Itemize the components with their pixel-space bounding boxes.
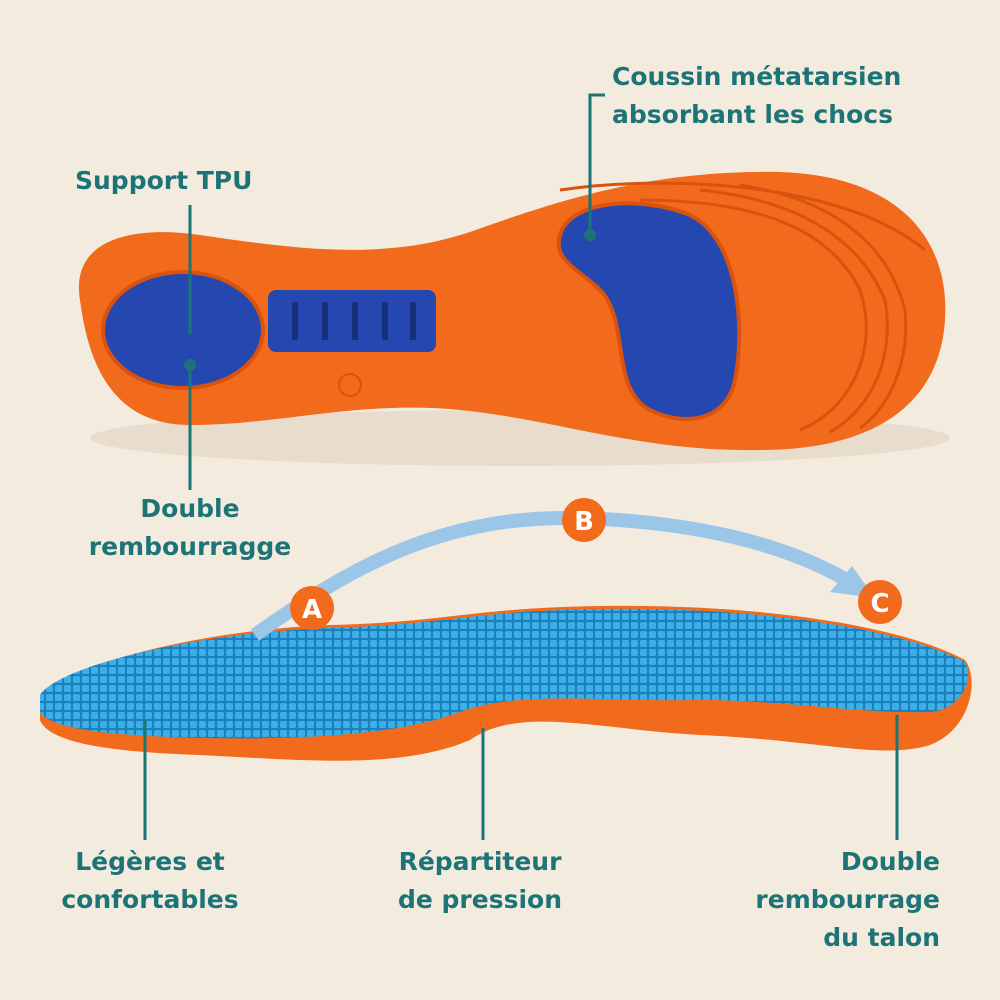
label-line: rembourragge xyxy=(88,532,292,561)
marker-b: B xyxy=(562,498,606,542)
svg-text:C: C xyxy=(870,589,889,619)
label-line: Répartiteur xyxy=(398,847,562,876)
metatarsal-pad xyxy=(556,201,742,421)
label-line: Double xyxy=(840,847,940,876)
label-line: confortables xyxy=(61,885,239,914)
marker-c: C xyxy=(858,580,902,624)
svg-text:B: B xyxy=(574,507,594,537)
heel-pad xyxy=(101,270,265,390)
label-heel-padding: Double rembourrage du talon xyxy=(730,843,940,957)
label-line: Légères et xyxy=(75,847,225,876)
label-metatarsal-cushion: Coussin métatarsien absorbant les chocs xyxy=(612,58,901,134)
label-support-tpu: Support TPU xyxy=(75,166,253,195)
label-line: Coussin métatarsien xyxy=(612,62,902,91)
label-line: absorbant les chocs xyxy=(612,100,893,129)
label-line: du talon xyxy=(823,923,940,952)
insole-bottom-view xyxy=(78,171,950,466)
label-line: rembourrage xyxy=(755,885,940,914)
svg-text:A: A xyxy=(302,595,322,625)
label-pressure-distributor: Répartiteur de pression xyxy=(380,843,580,919)
insole-side-view xyxy=(40,605,972,761)
label-line: Double xyxy=(140,494,240,523)
label-double-padding: Double rembourragge xyxy=(85,490,295,566)
marker-a: A xyxy=(290,586,334,630)
label-line: de pression xyxy=(397,885,563,914)
label-light-comfortable: Légères et confortables xyxy=(50,843,250,919)
